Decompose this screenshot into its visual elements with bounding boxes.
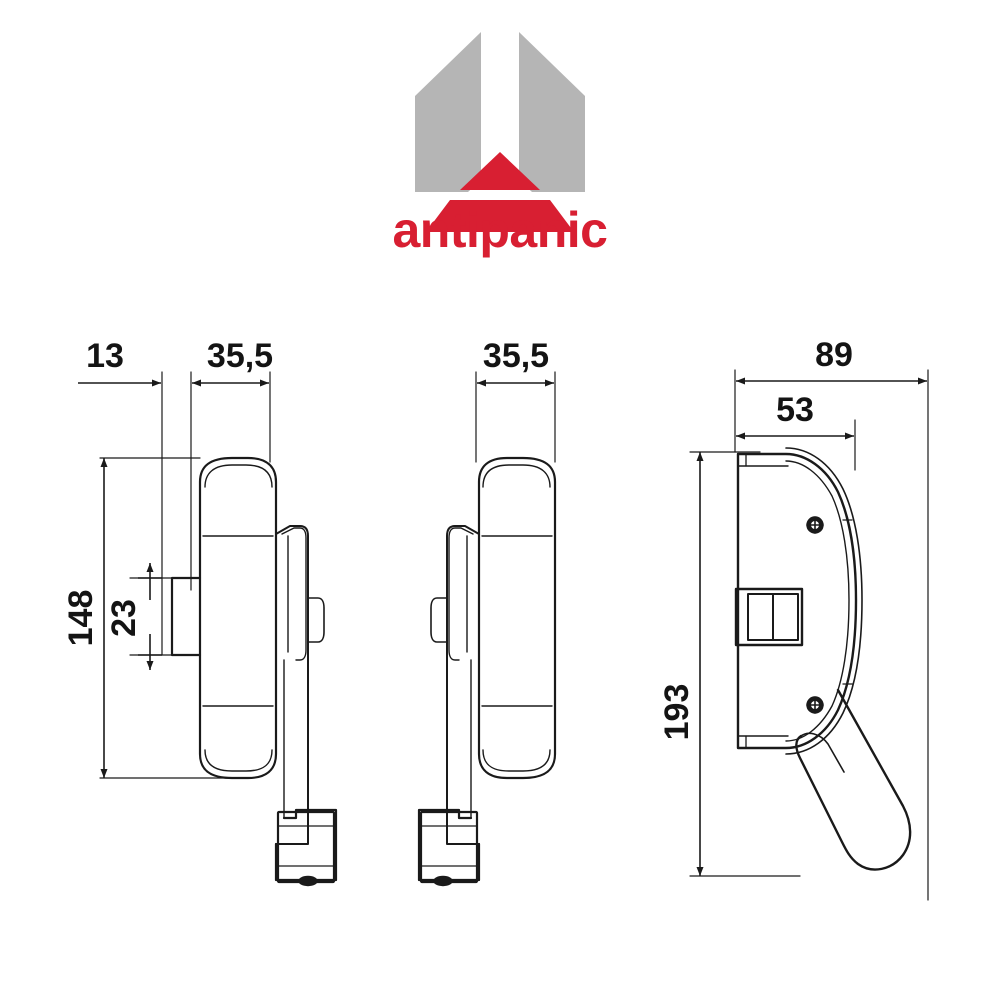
- screw-upper: [806, 516, 824, 534]
- logo-a-base-icon: [426, 200, 574, 232]
- view-left-side: [99, 371, 338, 887]
- handle-back-plate-mid: [281, 527, 307, 661]
- dim-53-label: 53: [776, 391, 814, 429]
- view-front-elevation: [689, 369, 929, 901]
- bottom-block-mirror: [419, 810, 479, 887]
- logo-a-triangle-icon: [460, 152, 540, 190]
- handle-arm-outline: [274, 808, 338, 882]
- handle-back-plate-tab-mirror: [430, 597, 448, 643]
- dim-193-label: 193: [658, 684, 696, 741]
- handle-body-outline-mirror: [477, 456, 557, 780]
- lever-handle-root: [800, 732, 845, 773]
- dim-89-label: 89: [815, 336, 853, 374]
- view-front-dimensions: [696, 377, 927, 876]
- handle-arm-outline-mirror: [417, 808, 481, 882]
- view-left-extension-lines: [99, 371, 271, 779]
- view-front-extension-lines: [689, 369, 929, 901]
- block-pin-icon-mirror: [433, 875, 453, 887]
- handle-body-outline: [198, 456, 278, 780]
- antipanic-logo: antipanic: [393, 32, 608, 258]
- handle-back-plate-tab: [307, 597, 325, 643]
- block-pin-icon: [298, 875, 318, 887]
- dim-23-label: 23: [105, 599, 143, 637]
- lock-body-end-seams: [737, 453, 853, 749]
- handle-cap-seam-bottom: [204, 749, 273, 772]
- handle-left-lug: [170, 576, 202, 657]
- logo-wordmark: antipanic: [393, 202, 608, 258]
- lock-body-contour-outer: [785, 447, 863, 755]
- dim-35-5-middle-label: 35,5: [483, 337, 549, 375]
- handle-back-plate-mid-mirror: [448, 527, 474, 661]
- handle-back-plate-outer: [275, 525, 309, 845]
- view-left-dimensions: [78, 379, 269, 778]
- view-middle-extension-lines: [475, 371, 556, 463]
- screw-lower: [806, 696, 824, 714]
- lock-body-outline: [736, 452, 858, 750]
- lock-body-contour-inner: [785, 460, 850, 742]
- latch-block: [734, 587, 804, 647]
- bottom-block: [276, 810, 336, 887]
- handle-cap-seam-top: [204, 464, 273, 488]
- lever-handle: [795, 688, 912, 871]
- dim-35-5-left-label: 35,5: [207, 337, 273, 375]
- logo-wing-right-icon: [519, 32, 585, 192]
- view-middle-side: [417, 371, 557, 887]
- logo-wing-left-icon: [415, 32, 481, 192]
- dim-148-label: 148: [62, 590, 100, 647]
- handle-back-plate-outer-mirror: [446, 525, 480, 845]
- handle-cap-seam-bottom-mirror: [482, 749, 551, 772]
- handle-cap-seam-top-mirror: [482, 464, 551, 488]
- dim-13-label: 13: [86, 337, 124, 375]
